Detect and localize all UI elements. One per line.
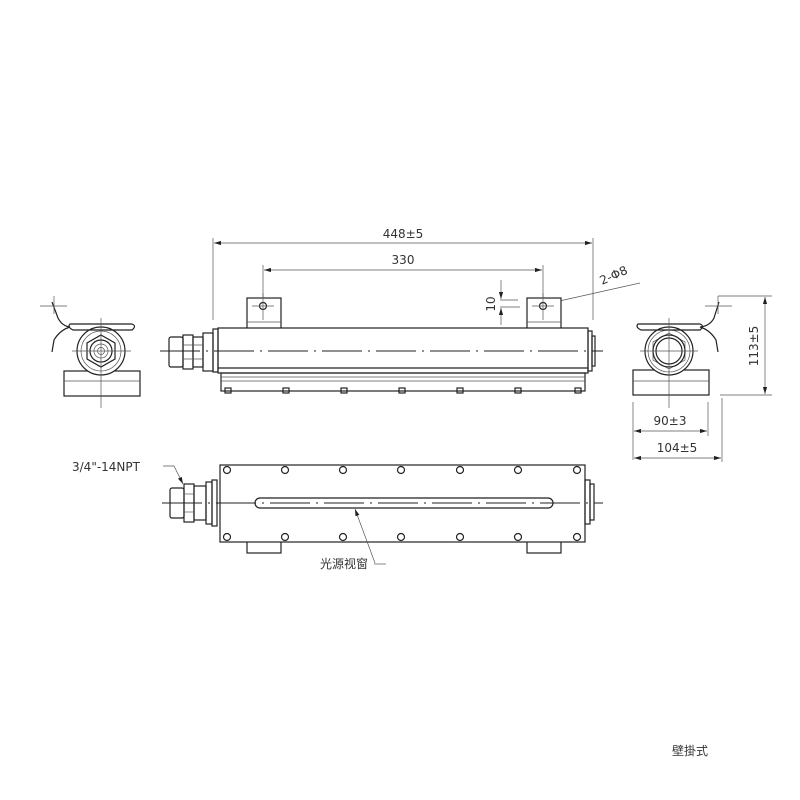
front-view: 448±5 330 10 2-Φ8	[160, 227, 641, 394]
right-end-view: 113±5 90±3 104±5	[632, 295, 772, 462]
top-view: 3/4"-14NPT 光源视窗	[72, 460, 603, 571]
drawing-title: 壁掛式	[672, 743, 708, 758]
label-window: 光源视窗	[320, 556, 368, 571]
dim-holes: 2-Φ8	[598, 263, 630, 288]
dim-overall-width: 104±5	[657, 441, 698, 455]
dim-hole-offset: 10	[484, 296, 498, 311]
left-end-view	[40, 296, 141, 408]
label-thread: 3/4"-14NPT	[72, 460, 141, 474]
dim-height: 113±5	[747, 326, 761, 367]
dim-base-width: 90±3	[654, 414, 687, 428]
dim-overall-length: 448±5	[383, 227, 424, 241]
mounting-feet	[224, 387, 582, 394]
bolts	[222, 465, 582, 542]
cable-gland-connector	[168, 332, 214, 372]
dim-hole-spacing: 330	[392, 253, 415, 267]
